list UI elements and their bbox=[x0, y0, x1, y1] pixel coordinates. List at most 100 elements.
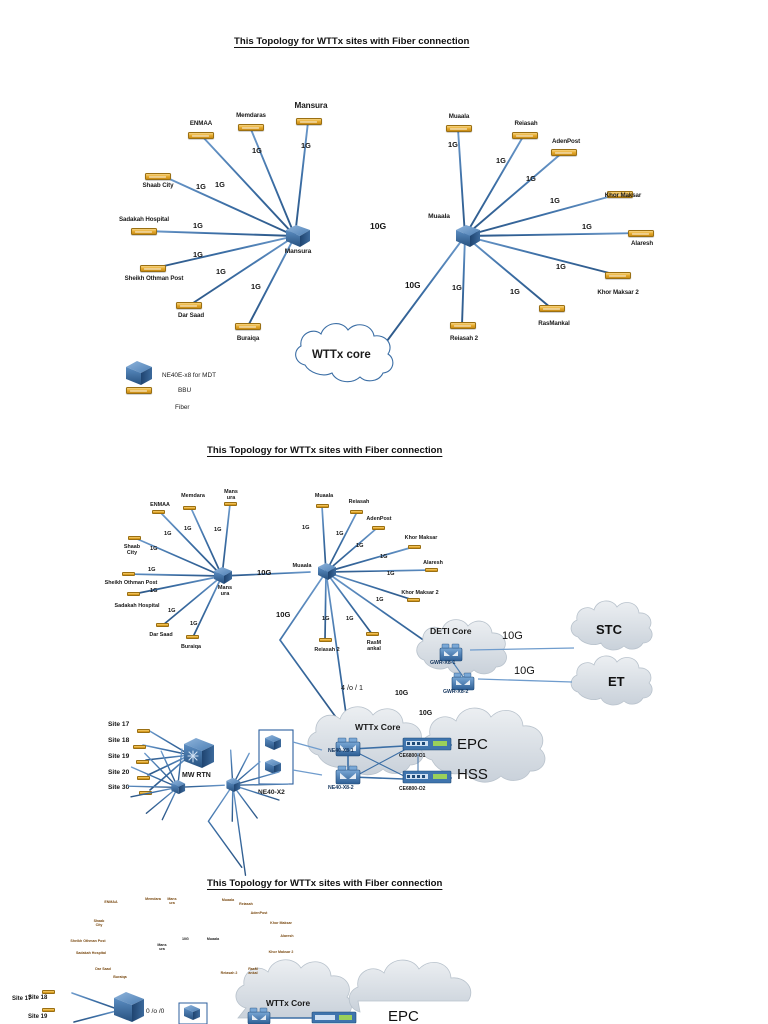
bbu-icon bbox=[539, 305, 565, 312]
link-speed-label: 1G bbox=[448, 140, 458, 149]
bbu-icon bbox=[408, 545, 421, 549]
site-label: Khor Maksar bbox=[604, 192, 642, 199]
bbu-icon bbox=[128, 536, 141, 540]
link-speed-label: 1G bbox=[356, 543, 364, 549]
bbu-icon bbox=[224, 502, 237, 506]
wttx-core-label-2: WTTx Core bbox=[355, 722, 401, 732]
link-speed-label: 1G bbox=[196, 182, 206, 191]
link-speed-label: 1G bbox=[215, 180, 225, 189]
link-speed-label: 1G bbox=[322, 616, 330, 622]
bbu-icon bbox=[140, 265, 166, 272]
gwr-x8-1-label: GWR-X8-1 bbox=[430, 660, 456, 666]
link-speed-label: 1G bbox=[387, 571, 395, 577]
link-speed-label: 1G bbox=[148, 567, 156, 573]
bbu-icon-legend bbox=[126, 387, 152, 394]
bbu-icon bbox=[450, 322, 476, 329]
site-label: Muaala bbox=[448, 113, 470, 120]
legend-label-fiber: Fiber bbox=[175, 404, 190, 411]
site-label: RasM ankal bbox=[366, 640, 382, 652]
bbu-icon bbox=[152, 510, 165, 514]
link-speed-label: 1G bbox=[346, 616, 354, 622]
site-label: Sadakah Hospital bbox=[119, 216, 169, 223]
site-label: Sheikh Othman Post bbox=[104, 580, 158, 586]
link-speed-label: 1G bbox=[380, 554, 388, 560]
site-label: Sadakah Hospital bbox=[114, 603, 160, 609]
bbu-icon bbox=[551, 149, 577, 156]
link-speed-label: 1G bbox=[216, 267, 226, 276]
downlink-speed-label-2: 10G bbox=[276, 610, 291, 619]
link-speed-label: 1G bbox=[582, 222, 592, 231]
site-label: Memdaras bbox=[236, 112, 266, 119]
bbu-icon bbox=[42, 990, 55, 994]
switch-icon-ce6800-o2 bbox=[402, 770, 452, 784]
site-label: RasM ankal bbox=[248, 967, 258, 975]
link-speed-label: 1G bbox=[510, 287, 520, 296]
core-link-speed-2: 10G bbox=[419, 710, 433, 717]
site-label: RasMankal bbox=[538, 320, 570, 327]
link-speed-label: 1G bbox=[526, 174, 536, 183]
switch-icon-ce6800-3 bbox=[311, 1011, 357, 1024]
site-label: Site 20 bbox=[108, 769, 130, 776]
router-icon-legend bbox=[126, 361, 152, 385]
wttx-core-cloud-label: WTTx core bbox=[312, 349, 371, 361]
site-label: Khor Maksar bbox=[270, 921, 292, 925]
site-label: Site 17 bbox=[108, 721, 130, 728]
et-uplink-speed: 10G bbox=[514, 665, 535, 677]
bbu-icon bbox=[319, 638, 332, 642]
link-speed-label: 1G bbox=[150, 588, 158, 594]
site-label: Buraiqa bbox=[180, 644, 202, 650]
stc-cloud-label: STC bbox=[596, 622, 622, 637]
site-label: Alaresh bbox=[631, 240, 653, 247]
bbu-icon bbox=[131, 228, 157, 235]
site-label: Site 19 bbox=[108, 753, 130, 760]
site-label: ENMAA bbox=[104, 900, 118, 904]
router-icon-muaala-2 bbox=[318, 563, 336, 580]
site-label: Khor Maksar 2 bbox=[268, 950, 294, 954]
router-icon-mw-rtn-3 bbox=[114, 992, 144, 1022]
site-label: Reiasah 2 bbox=[220, 971, 238, 975]
mw-rtn-label: MW RTN bbox=[182, 772, 211, 779]
link-speed-label: 1G bbox=[302, 525, 310, 531]
bbu-icon bbox=[296, 118, 322, 125]
bbu-icon bbox=[42, 1008, 55, 1012]
switch-icon-ce6800-o1 bbox=[402, 737, 452, 751]
link-speed-label: 1G bbox=[214, 527, 222, 533]
site-label: Shaab City bbox=[93, 919, 105, 927]
legend-label-router: NE40E-x8 for MDT bbox=[162, 372, 216, 379]
link-speed-label: 1G bbox=[301, 141, 311, 150]
site-label: Reiasah 2 bbox=[314, 647, 340, 653]
deti-core-label: DETI Core bbox=[430, 626, 472, 636]
site-label: Buraiqa bbox=[236, 335, 260, 342]
wttx-core-label-3: WTTx Core bbox=[266, 998, 311, 1008]
site-label: Mans ura bbox=[224, 489, 238, 501]
bbu-icon bbox=[605, 272, 631, 279]
site-label: Mans ura bbox=[167, 897, 177, 905]
core-link-speed-1: 10G bbox=[395, 690, 409, 697]
link-speed-label: 1G bbox=[168, 608, 176, 614]
bbu-icon bbox=[183, 506, 196, 510]
site-label: Mansura bbox=[294, 101, 328, 110]
site-label: Muaala bbox=[314, 493, 334, 499]
site-label: Memdara bbox=[181, 493, 205, 499]
backbone-speed-label-2: 10G bbox=[257, 568, 272, 577]
port-label-3: 0 /o /0 bbox=[146, 1008, 165, 1015]
bbu-icon bbox=[316, 504, 329, 508]
bbu-icon bbox=[235, 323, 261, 330]
switch-icon-gwr-x8-1 bbox=[439, 643, 463, 662]
link-speed-label: 1G bbox=[336, 531, 344, 537]
ce6800-o2-label: CE6800-O2 bbox=[399, 786, 426, 792]
site-label: AdenPost bbox=[366, 516, 392, 522]
bbu-icon bbox=[446, 125, 472, 132]
bbu-icon bbox=[122, 572, 135, 576]
site-label: AdenPost bbox=[551, 138, 581, 145]
bbu-icon bbox=[176, 302, 202, 309]
link-speed-label: 1G bbox=[550, 196, 560, 205]
bbu-icon bbox=[372, 526, 385, 530]
site-label: Site 30 bbox=[108, 784, 130, 791]
ne40-x8-1-label: NE40-X8-1 bbox=[328, 748, 354, 754]
link-speed-label: 1G bbox=[193, 221, 203, 230]
site-label: Dar Saad bbox=[177, 312, 205, 319]
